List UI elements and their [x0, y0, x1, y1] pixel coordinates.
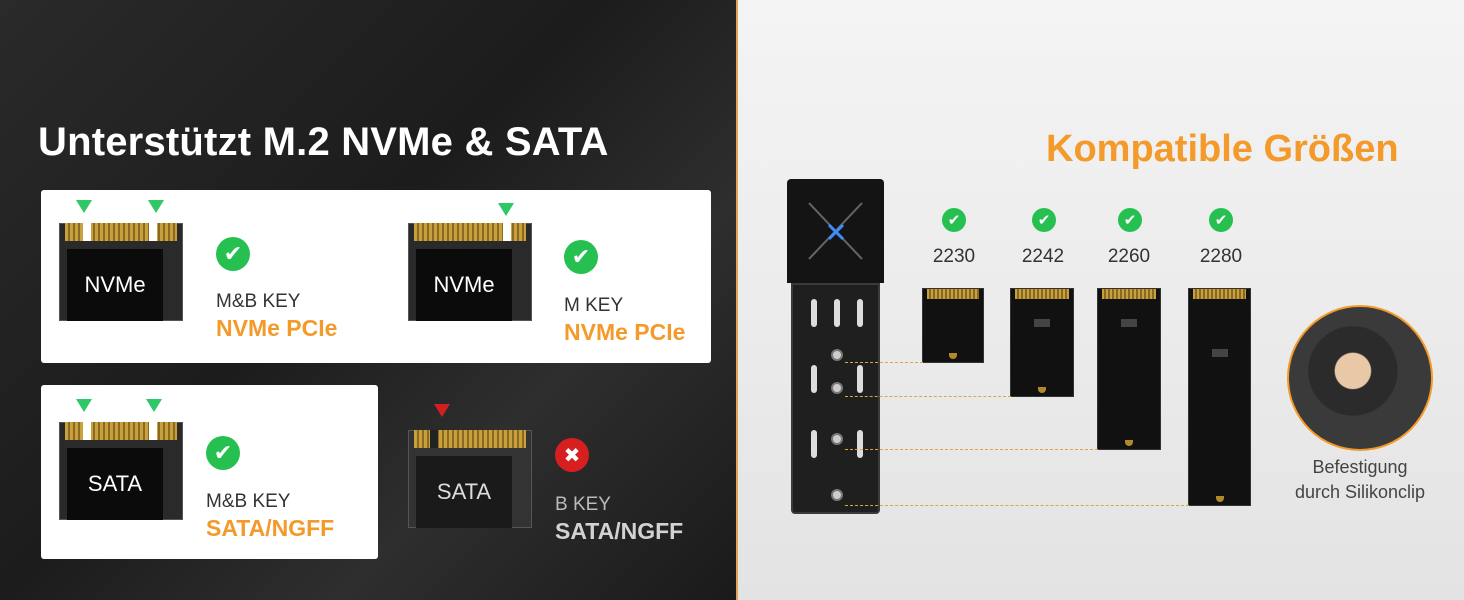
ssd-2280 [1188, 288, 1251, 506]
chip-label: NVMe [67, 249, 163, 321]
x-circle-icon: ✖ [555, 438, 589, 472]
interface-type: SATA/NGFF [206, 515, 335, 541]
triangle-down-icon [146, 399, 162, 412]
mb-key-nvme-ssd: NVMe [59, 203, 183, 321]
x-logo-icon [808, 202, 863, 260]
interface-type: NVMe PCIe [216, 315, 338, 341]
card-label: M&B KEY SATA/NGFF [206, 491, 334, 542]
card-label: M&B KEY NVMe PCIe [216, 291, 337, 342]
check-circle-icon: ✔ [216, 237, 250, 271]
ssd-2242 [1010, 288, 1074, 397]
guide-line [845, 362, 923, 363]
size-label-2280: 2280 [1199, 246, 1243, 267]
triangle-down-icon [76, 200, 92, 213]
check-circle-icon: ✔ [564, 240, 598, 274]
size-label-2230: 2230 [932, 246, 976, 267]
b-key-sata-ssd: SATA [408, 410, 532, 528]
card-label: B KEY SATA/NGFF [555, 494, 683, 545]
check-circle-icon: ✔ [1209, 208, 1233, 232]
chip-label: SATA [416, 456, 512, 528]
triangle-down-icon [498, 203, 514, 216]
clip-caption-line: durch Silikonclip [1294, 482, 1426, 502]
triangle-down-icon [76, 399, 92, 412]
supported-protocols-title: Unterstützt M.2 NVMe & SATA [38, 120, 609, 164]
chip-label: SATA [67, 448, 163, 520]
guide-line [845, 505, 1189, 506]
triangle-down-icon [148, 200, 164, 213]
m-key-nvme-ssd: NVMe [408, 203, 532, 321]
guide-line [845, 449, 1098, 450]
clip-caption-line: Befestigung [1312, 457, 1408, 477]
guide-line [845, 396, 1011, 397]
chip-label: NVMe [416, 249, 512, 321]
compatible-sizes-title: Kompatible Größen [1046, 128, 1399, 170]
size-label-2242: 2242 [1021, 246, 1065, 267]
silicone-clip-detail [1287, 305, 1433, 451]
check-circle-icon: ✔ [206, 436, 240, 470]
panel-divider [736, 0, 738, 600]
key-type: M&B KEY [216, 291, 301, 312]
enclosure-cap [787, 179, 884, 283]
ssd-enclosure [787, 179, 884, 514]
card-label: M KEY NVMe PCIe [564, 295, 685, 346]
ssd-2230 [922, 288, 984, 363]
key-type: B KEY [555, 494, 611, 515]
ssd-2260 [1097, 288, 1161, 450]
key-type: M KEY [564, 295, 624, 316]
enclosure-tray [791, 283, 880, 514]
size-label-2260: 2260 [1107, 246, 1151, 267]
interface-type: SATA/NGFF [555, 518, 684, 544]
check-circle-icon: ✔ [1032, 208, 1056, 232]
silicone-clip-caption: Befestigung durch Silikonclip [1275, 455, 1445, 505]
mb-key-sata-ssd: SATA [59, 402, 183, 520]
check-circle-icon: ✔ [942, 208, 966, 232]
triangle-down-icon [434, 404, 450, 417]
interface-type: NVMe PCIe [564, 319, 686, 345]
check-circle-icon: ✔ [1118, 208, 1142, 232]
key-type: M&B KEY [206, 491, 291, 512]
